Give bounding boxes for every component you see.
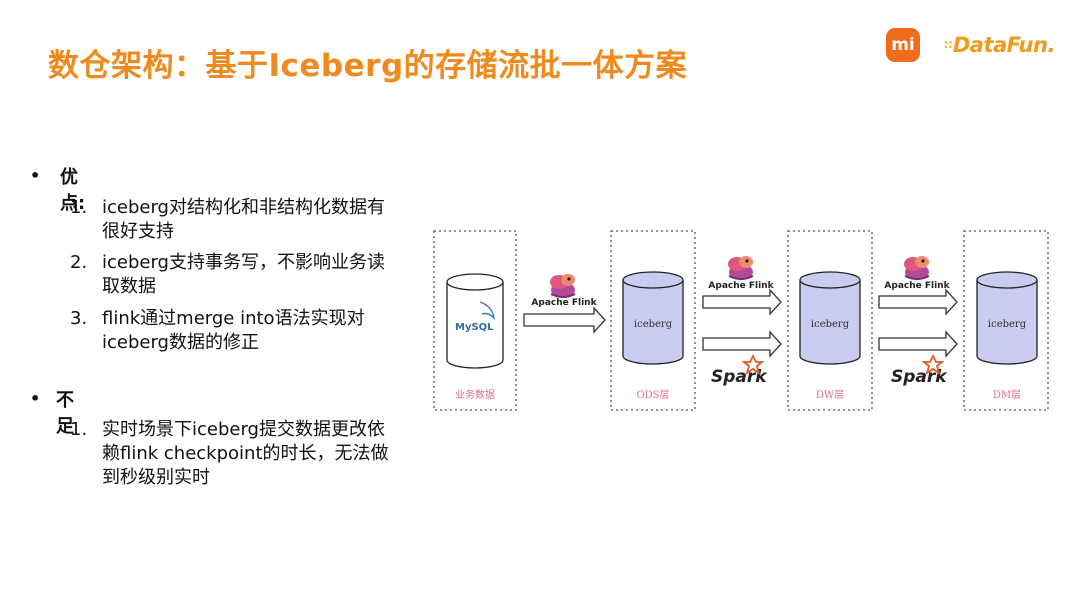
ods-box [610,230,696,411]
flink-label-3: Apache Flink [884,281,950,291]
section-heading-cons: 不足 [56,390,74,437]
section-heading-pros: 优点: [60,167,86,214]
arrow-dw-to-dm-flink [878,288,958,316]
arrow-dw-to-dm-spark [878,330,958,358]
dm-caption: DM层 [993,389,1021,401]
xiaomi-logo: mi [886,28,920,62]
list-item-text: iceberg对结构化和非结构化数据有很好支持 [102,197,385,242]
flink-squirrel-icon [903,255,930,281]
datafun-logo: ∷ DataFun. [944,28,1055,62]
flink-label-1: Apache Flink [531,298,597,308]
bullet-dot-icon: • [30,389,41,408]
dw-db-label: iceberg [811,319,850,330]
arrow-ods-to-dw-spark [702,330,782,358]
ods-iceberg-database-icon [622,271,684,365]
flink-squirrel-icon [727,255,754,281]
ods-db-label: iceberg [634,319,673,330]
spark-star-icon [743,355,763,374]
dm-iceberg-database-icon [976,271,1038,365]
arrow-source-to-ods [523,306,606,334]
datafun-logo-text: DataFun. [952,33,1056,57]
list-item-text: flink通过merge into语法实现对iceberg数据的修正 [102,308,365,353]
mysql-database-icon [446,273,504,369]
list-item-number: 1. [70,197,88,218]
list-item-text: 实时场景下iceberg提交数据更改依赖flink checkpoint的时长，… [102,419,389,488]
list-item-number: 1. [70,419,88,440]
source-box [433,230,517,411]
spark-logo-2: Spark [891,367,948,387]
list-item-text: iceberg支持事务写，不影响业务读取数据 [102,252,385,297]
flink-label-2: Apache Flink [708,281,774,291]
dw-box [787,230,873,411]
source-caption: 业务数据 [455,388,495,401]
arrow-ods-to-dw-flink [702,288,782,316]
dw-iceberg-database-icon [799,271,861,365]
list-item-number: 2. [70,252,88,273]
mysql-label: MySQL [455,322,494,333]
flink-squirrel-icon [549,273,576,299]
datafun-dots-icon: ∷ [944,38,952,52]
dm-db-label: iceberg [988,319,1027,330]
bullet-dot-icon: • [30,166,41,185]
ods-caption: ODS层 [636,389,669,401]
spark-star-icon [923,355,943,374]
list-item-number: 3. [70,308,88,329]
page-title: 数仓架构：基于Iceberg的存储流批一体方案 [48,48,688,84]
dw-caption: DW层 [816,389,844,401]
spark-logo-1: Spark [711,367,768,387]
dm-box [963,230,1049,411]
